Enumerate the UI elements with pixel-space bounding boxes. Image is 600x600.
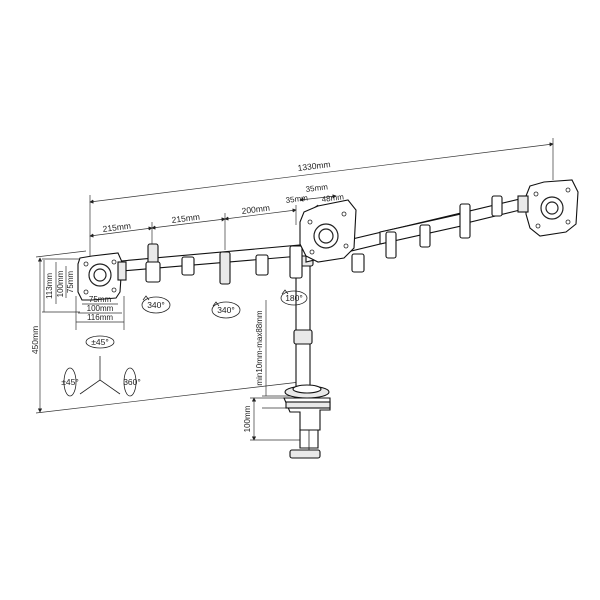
pole-and-clamp <box>283 247 331 459</box>
seg2-label: 215mm <box>171 212 200 225</box>
rotation-pole-icon <box>280 289 308 306</box>
total-width-label: 1330mm <box>297 159 331 173</box>
center35a-label: 35mm <box>305 182 328 194</box>
left-arm <box>109 243 303 285</box>
tilt-label: ±45° <box>91 337 109 347</box>
vesa-h100-label: 100mm <box>56 270 65 297</box>
rotate-label: 360° <box>123 377 141 387</box>
vesa-plate-left <box>77 252 127 301</box>
tilt-swivel-rotate-icon <box>63 335 137 397</box>
seg1-label: 215mm <box>102 221 131 234</box>
vesa-plate-center <box>299 199 357 263</box>
swivel-label: ±45° <box>61 377 79 387</box>
vesa-h113-label: 113mm <box>45 273 54 299</box>
rot-pole-label: 180° <box>285 293 303 303</box>
clamp-height-label: 100mm <box>243 405 252 432</box>
vesa-w116-label: 116mm <box>87 313 113 322</box>
dimension-lines <box>35 138 554 441</box>
height-label: 450mm <box>30 326 40 354</box>
center35b-label: 35mm <box>285 193 308 205</box>
vesa-plate-right <box>517 179 579 237</box>
right-arm <box>305 195 521 273</box>
center48-label: 48mm <box>321 192 344 204</box>
clamp-range-label: min10mm-max88mm <box>255 310 264 385</box>
rotation-arm-mid-icon <box>211 301 241 319</box>
rot-arm-left-label: 340° <box>147 300 165 310</box>
rot-arm-mid-label: 340° <box>217 305 235 315</box>
vesa-h75-label: 75mm <box>66 271 75 294</box>
rotation-arm-left-icon <box>141 295 171 314</box>
vesa-w100-label: 100mm <box>87 304 114 313</box>
vesa-w75-label: 75mm <box>89 295 112 304</box>
seg3-label: 200mm <box>241 203 270 216</box>
